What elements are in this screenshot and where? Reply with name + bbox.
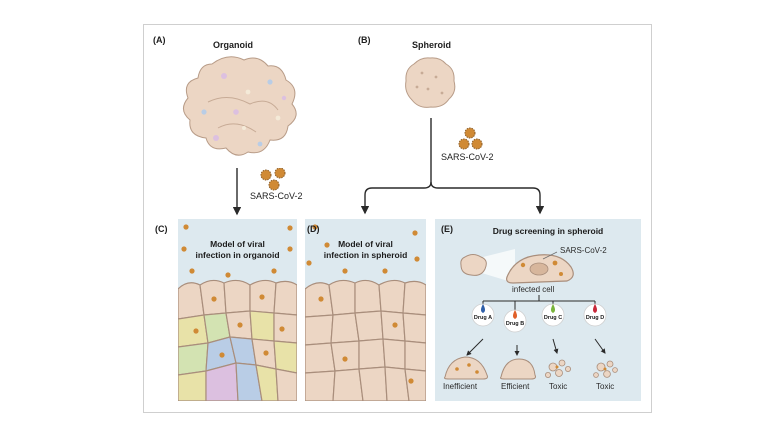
virus-label-a: SARS-CoV-2 — [250, 191, 303, 201]
drug-d-label: Drug D — [585, 315, 605, 321]
panel-a-title: Organoid — [213, 40, 253, 50]
outcome-d-label: Toxic — [596, 382, 615, 391]
virus-cluster-a — [260, 168, 286, 191]
panel-c-title-line2: infection in organoid — [195, 250, 280, 260]
arrow-spheroid-to-e — [430, 181, 545, 215]
virus-cluster-b — [458, 127, 483, 150]
panel-c: Model of viral infection in organoid — [178, 219, 297, 401]
organoid-illustration — [183, 56, 297, 156]
spheroid-illustration — [405, 57, 456, 108]
panel-e: Drug screening in spheroid SARS-CoV-2 in… — [435, 219, 641, 401]
panel-e-letter: (E) — [441, 224, 453, 234]
panel-c-title-line1: Model of viral — [210, 239, 265, 249]
panel-c-letter: (C) — [155, 224, 168, 234]
panel-b-letter: (B) — [358, 35, 371, 45]
outcome-a-label: Inefficient — [443, 382, 478, 391]
virus-label-b: SARS-CoV-2 — [441, 152, 494, 162]
arrow-spheroid-to-d — [360, 181, 432, 215]
drug-screening-illustration — [444, 249, 618, 380]
panel-e-title: Drug screening in spheroid — [492, 226, 604, 236]
panel-a-letter: (A) — [153, 35, 166, 45]
organoid-tissue — [178, 224, 297, 401]
drug-a-label: Drug A — [473, 315, 493, 321]
panel-d-letter: (D) — [307, 224, 320, 234]
outcome-b-label: Efficient — [501, 382, 530, 391]
panel-b-title: Spheroid — [412, 40, 452, 50]
drug-b-label: Drug B — [505, 321, 525, 327]
panel-e-virus-label: SARS-CoV-2 — [560, 246, 607, 255]
spheroid-tissue — [305, 224, 426, 401]
infected-cell-label: infected cell — [512, 285, 555, 294]
panel-d-title-line1: Model of viral — [338, 239, 393, 249]
panel-d-title-line2: infection in spheroid — [323, 250, 408, 260]
outcome-c-label: Toxic — [549, 382, 568, 391]
panel-d: Model of viral infection in spheroid — [305, 219, 426, 401]
drug-c-label: Drug C — [543, 315, 563, 321]
